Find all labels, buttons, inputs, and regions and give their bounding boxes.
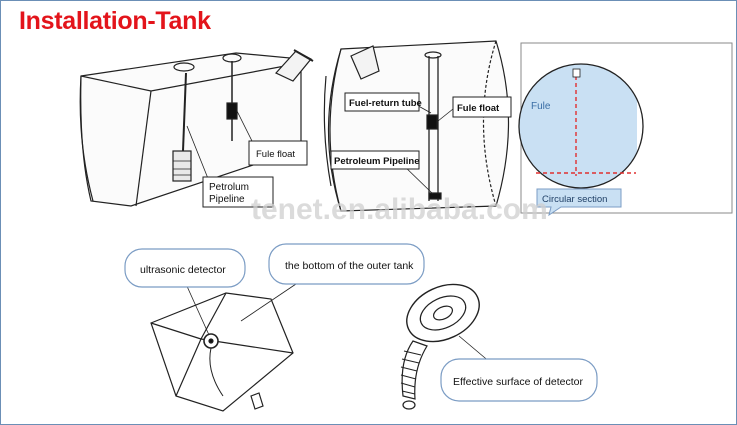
circular-section xyxy=(518,42,733,214)
bottom-tank xyxy=(150,283,297,412)
float-icon-middle xyxy=(426,114,438,130)
outer-tank-label: the bottom of the outer tank xyxy=(285,260,414,272)
ultrasonic-callout xyxy=(124,248,246,288)
fuel-float-label-left: Fule float xyxy=(256,149,295,160)
petroleum-callout-left xyxy=(202,176,274,208)
fuel-label: Fule xyxy=(531,101,551,112)
fuel-return-label: Fuel-return tube xyxy=(349,98,422,109)
petroleum-label-left-line2: Pipeline xyxy=(209,194,245,205)
fuel-float-label-middle: Fule float xyxy=(457,103,500,114)
top-left-tank xyxy=(79,49,314,207)
page-title: Installation-Tank xyxy=(19,7,211,35)
filter-icon xyxy=(172,150,192,182)
effective-surface-callout xyxy=(440,358,598,402)
petroleum-label-left-line1: Petrolum xyxy=(209,182,249,193)
fuel-return-callout xyxy=(344,92,420,112)
watermark: tenet.en.alibaba.com xyxy=(251,193,548,226)
fuel-float-callout-left xyxy=(248,140,308,166)
ultrasonic-detector-probe xyxy=(400,283,492,410)
outer-tank-callout xyxy=(268,243,425,285)
petroleum-label-middle: Petroleum Pipeline xyxy=(334,156,420,167)
circular-section-label: Circular section xyxy=(542,194,607,205)
top-middle-tank xyxy=(323,40,510,212)
section-callout xyxy=(536,188,622,217)
float-icon xyxy=(226,102,238,120)
ultrasonic-label: ultrasonic detector xyxy=(140,264,226,276)
petroleum-callout-middle xyxy=(330,150,420,170)
effective-surface-label: Effective surface of detector xyxy=(453,376,583,388)
fuel-float-callout-middle xyxy=(452,96,512,118)
